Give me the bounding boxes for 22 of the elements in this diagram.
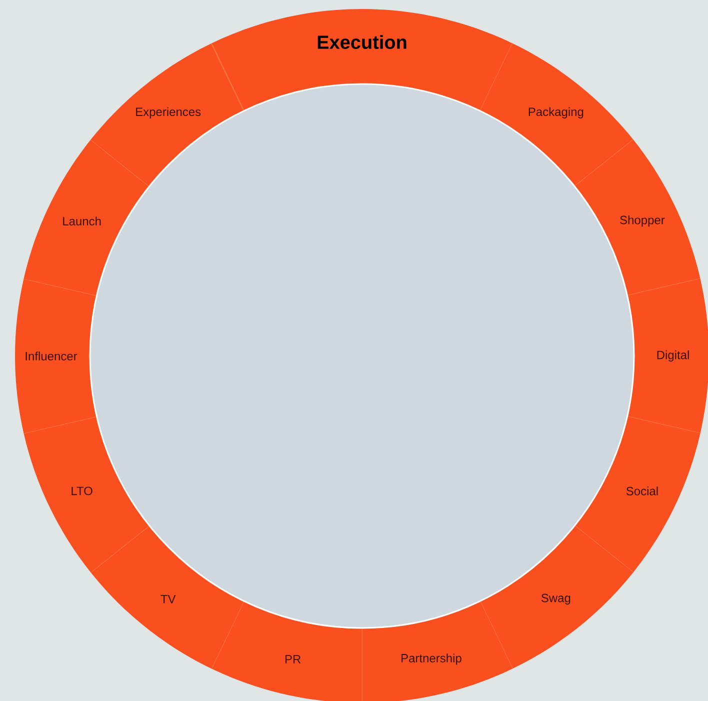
node-label: Execution xyxy=(318,35,406,49)
node-label: Influencer xyxy=(26,352,78,360)
node-label: PR xyxy=(285,655,301,664)
ring-segment: Partnership xyxy=(362,601,513,701)
ring-segment: Execution xyxy=(211,9,514,112)
ring-segment: LTO xyxy=(23,416,150,572)
node-label: LTO xyxy=(72,486,92,496)
node-label: Launch xyxy=(63,216,101,226)
ring-segment: Experiences xyxy=(90,42,244,186)
node-label: Social xyxy=(626,486,658,496)
node-label: Shopper xyxy=(620,215,665,227)
ring-segment: Digital xyxy=(626,278,708,434)
ring-segment: TV xyxy=(90,525,244,669)
ring-segment: Shopper xyxy=(574,140,701,296)
ring-segment: Social xyxy=(574,416,700,573)
ring-segment: PR xyxy=(210,600,362,701)
ring-segment: Swag xyxy=(480,526,634,670)
ring-segment: Launch xyxy=(24,139,150,296)
ring-segment: Packaging xyxy=(480,43,634,187)
ring-segment: Influencer xyxy=(15,278,98,434)
node-label: Digital xyxy=(657,350,689,362)
node-label: Partnership xyxy=(402,654,462,665)
